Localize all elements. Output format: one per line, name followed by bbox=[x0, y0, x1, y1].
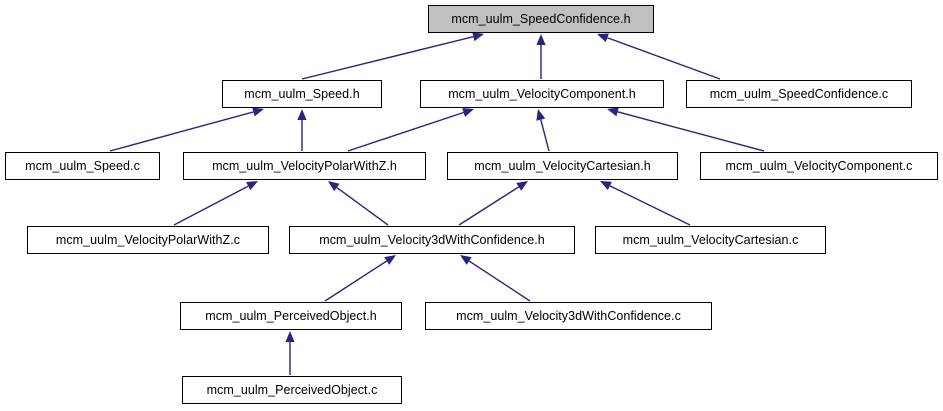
arrowhead-icon bbox=[472, 32, 484, 42]
graph-node-velocitycomponent_c[interactable]: mcm_uulm_VelocityComponent.c bbox=[700, 152, 938, 180]
graph-node-speedconfidence_c[interactable]: mcm_uulm_SpeedConfidence.c bbox=[686, 80, 912, 108]
graph-edge-velocitycartesian_c-to-velocitycartesian_h bbox=[600, 181, 691, 226]
graph-node-velocitycartesian_h[interactable]: mcm_uulm_VelocityCartesian.h bbox=[447, 152, 678, 180]
graph-node-velocitycomponent_h[interactable]: mcm_uulm_VelocityComponent.h bbox=[420, 80, 664, 108]
graph-node-speedconfidence_h: mcm_uulm_SpeedConfidence.h bbox=[428, 5, 654, 33]
graph-node-label: mcm_uulm_SpeedConfidence.c bbox=[709, 86, 889, 101]
arrowhead-icon bbox=[536, 34, 546, 45]
graph-edge-velocitypolarwithz_h-to-speed_h bbox=[297, 109, 307, 151]
graph-node-label: mcm_uulm_VelocityComponent.c bbox=[725, 158, 913, 173]
graph-node-label: mcm_uulm_Velocity3dWithConfidence.h bbox=[319, 232, 545, 247]
graph-node-speed_h[interactable]: mcm_uulm_Speed.h bbox=[222, 80, 382, 108]
arrowhead-icon bbox=[536, 109, 546, 121]
graph-edge-velocitypolarwithz_h-to-velocitycomponent_h bbox=[347, 108, 474, 152]
graph-node-label: mcm_uulm_Speed.c bbox=[25, 158, 140, 173]
graph-edge-velocitycartesian_h-to-velocitycomponent_h bbox=[536, 109, 550, 152]
graph-edge-velocitypolarwithz_c-to-velocitypolarwithz_h bbox=[173, 181, 258, 226]
graph-node-velocitypolarwithz_c[interactable]: mcm_uulm_VelocityPolarWithZ.c bbox=[27, 226, 269, 254]
graph-edge-velocity3dwithconfidence_h-to-velocitycartesian_h bbox=[458, 181, 528, 226]
graph-node-velocitycartesian_c[interactable]: mcm_uulm_VelocityCartesian.c bbox=[595, 226, 826, 254]
graph-edge-perceivedobject_h-to-velocity3dwithconfidence_h bbox=[324, 255, 396, 302]
graph-node-velocitypolarwithz_h[interactable]: mcm_uulm_VelocityPolarWithZ.h bbox=[183, 152, 426, 180]
graph-node-label: mcm_uulm_VelocityPolarWithZ.c bbox=[55, 232, 241, 247]
arrowhead-icon bbox=[462, 108, 474, 117]
graph-edge-velocitycomponent_h-to-speedconfidence_h bbox=[536, 34, 546, 79]
arrowhead-icon bbox=[252, 107, 264, 117]
graph-node-label: mcm_uulm_VelocityCartesian.c bbox=[622, 232, 799, 247]
arrowhead-icon bbox=[600, 181, 612, 190]
graph-node-label: mcm_uulm_VelocityComponent.h bbox=[448, 86, 636, 101]
graph-node-label: mcm_uulm_Velocity3dWithConfidence.c bbox=[456, 308, 681, 323]
graph-node-label: mcm_uulm_VelocityCartesian.h bbox=[474, 158, 651, 173]
graph-node-velocity3dwithconfidence_c[interactable]: mcm_uulm_Velocity3dWithConfidence.c bbox=[425, 302, 712, 330]
arrowhead-icon bbox=[460, 255, 472, 265]
graph-edge-speed_c-to-speed_h bbox=[109, 107, 264, 152]
graph-node-label: mcm_uulm_SpeedConfidence.h bbox=[451, 11, 631, 26]
graph-edge-velocity3dwithconfidence_h-to-velocitypolarwithz_h bbox=[328, 181, 389, 226]
graph-node-label: mcm_uulm_PerceivedObject.h bbox=[205, 308, 377, 323]
arrowhead-icon bbox=[297, 109, 307, 120]
graph-node-velocity3dwithconfidence_h[interactable]: mcm_uulm_Velocity3dWithConfidence.h bbox=[289, 226, 575, 254]
graph-node-label: mcm_uulm_PerceivedObject.c bbox=[206, 382, 378, 397]
graph-node-label: mcm_uulm_VelocityPolarWithZ.h bbox=[212, 158, 397, 173]
arrowhead-icon bbox=[328, 181, 340, 192]
graph-node-perceivedobject_h[interactable]: mcm_uulm_PerceivedObject.h bbox=[180, 302, 402, 330]
arrowhead-icon bbox=[516, 181, 528, 191]
arrowhead-icon bbox=[246, 181, 258, 191]
graph-node-perceivedobject_c[interactable]: mcm_uulm_PerceivedObject.c bbox=[182, 376, 402, 404]
graph-edge-velocity3dwithconfidence_c-to-velocity3dwithconfidence_h bbox=[460, 255, 531, 302]
graph-node-speed_c[interactable]: mcm_uulm_Speed.c bbox=[5, 152, 160, 180]
arrowhead-icon bbox=[384, 255, 396, 265]
arrowhead-icon bbox=[607, 107, 619, 117]
graph-node-label: mcm_uulm_Speed.h bbox=[244, 86, 360, 101]
graph-edge-speed_h-to-speedconfidence_h bbox=[301, 32, 484, 80]
arrowhead-icon bbox=[285, 331, 295, 342]
graph-edge-velocitycomponent_c-to-velocitycomponent_h bbox=[607, 107, 765, 152]
graph-edge-speedconfidence_c-to-speedconfidence_h bbox=[597, 33, 721, 80]
arrowhead-icon bbox=[597, 33, 609, 43]
graph-edge-perceivedobject_c-to-perceivedobject_h bbox=[285, 331, 295, 375]
